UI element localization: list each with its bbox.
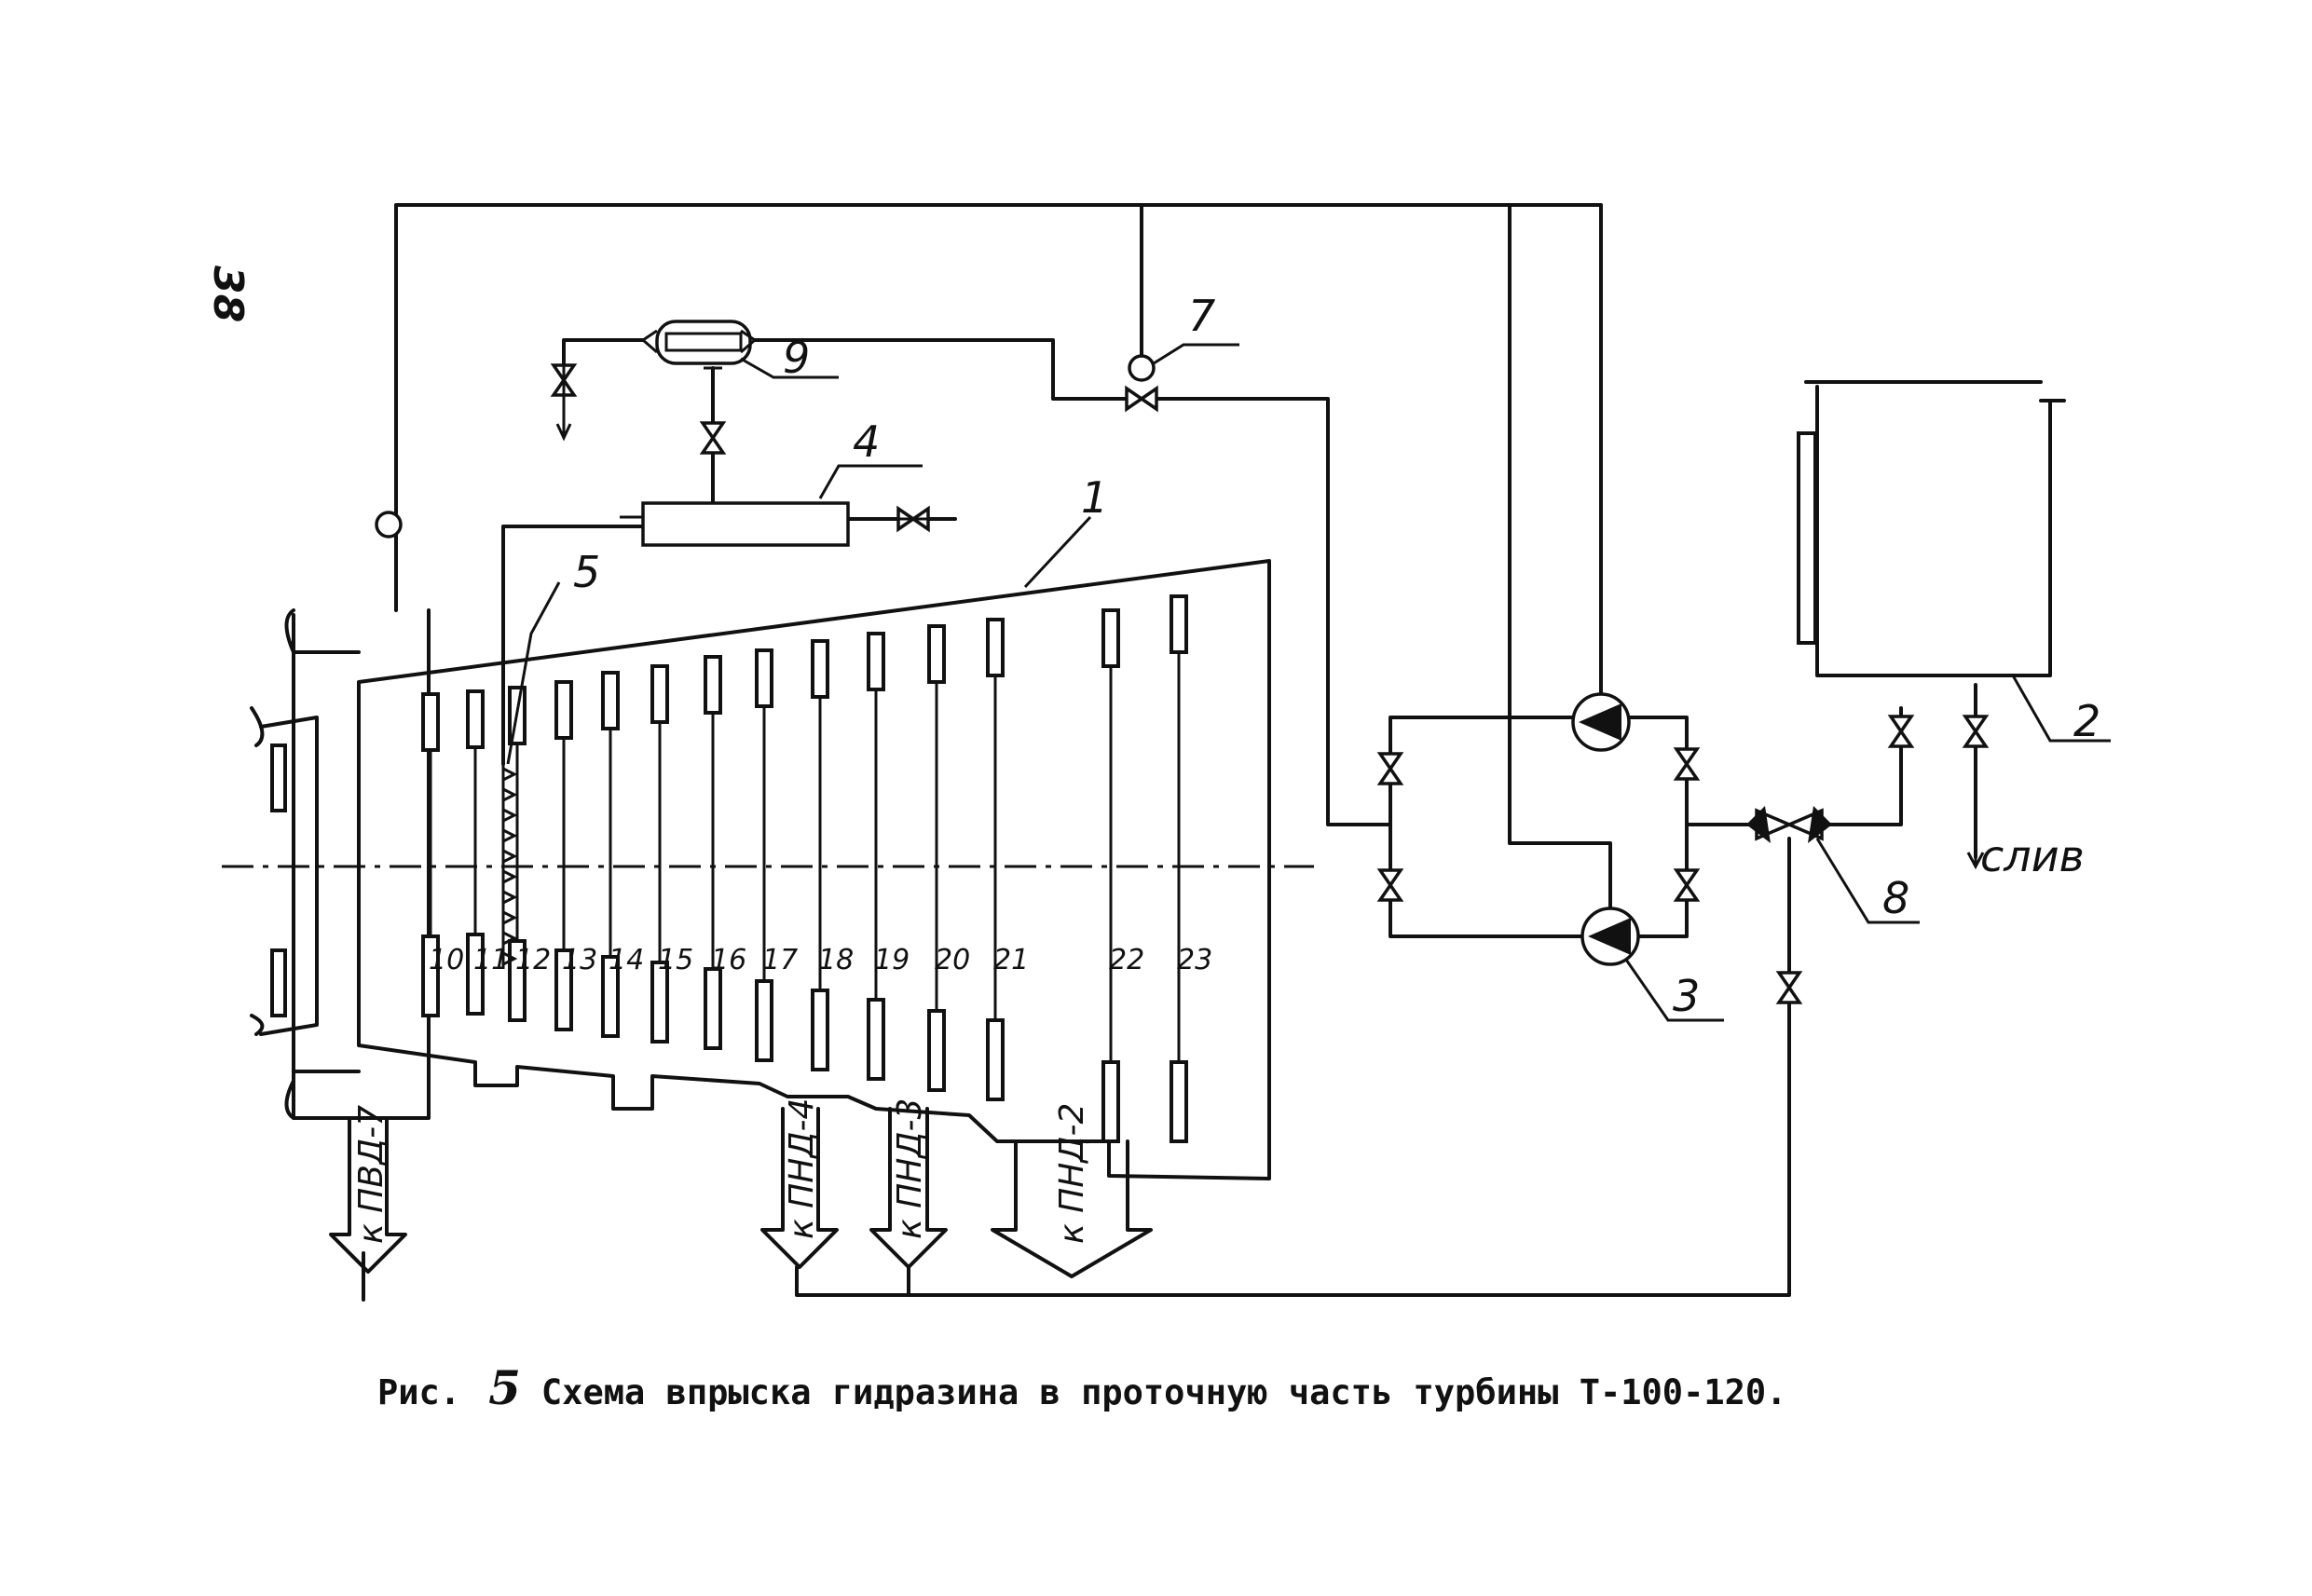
stage-number: 15 bbox=[658, 944, 693, 976]
stage-blade-upper bbox=[927, 624, 946, 684]
stage-number: 19 bbox=[874, 944, 910, 976]
injection-nozzle bbox=[502, 787, 518, 802]
filter-9 bbox=[642, 320, 839, 379]
stage-blade-lower bbox=[650, 961, 669, 1044]
tank-2 bbox=[1797, 380, 2111, 743]
stage-blade-upper bbox=[1101, 608, 1120, 668]
stage-number: 20 bbox=[935, 944, 970, 976]
injection-nozzle bbox=[502, 910, 518, 925]
stage-blade-upper bbox=[867, 632, 885, 691]
stage-blade-upper bbox=[986, 618, 1005, 677]
stage-blade-upper bbox=[1170, 594, 1188, 654]
stage-blade-upper bbox=[704, 655, 722, 715]
stage-blade-lower bbox=[811, 989, 829, 1071]
valve-icon bbox=[699, 421, 727, 455]
stage-number: 23 bbox=[1177, 944, 1212, 976]
stage-blades bbox=[421, 594, 1188, 1143]
stage-number: 14 bbox=[609, 944, 644, 976]
stage-blade-lower bbox=[986, 1018, 1005, 1101]
caption-figure-number: 5 bbox=[488, 1360, 521, 1415]
injection-nozzle bbox=[502, 808, 518, 823]
mixer-4 bbox=[620, 464, 923, 547]
stage-blade-upper bbox=[421, 692, 440, 752]
valve-icon bbox=[1775, 971, 1803, 1004]
stage-blade-lower bbox=[421, 934, 440, 1017]
callout-filter: 9 bbox=[783, 333, 810, 383]
injection-nozzle bbox=[502, 931, 518, 946]
callout-three-way-valve: 8 bbox=[1882, 873, 1909, 923]
pressure-gauge-icon bbox=[375, 511, 403, 539]
valves bbox=[550, 363, 1990, 1004]
stage-blade-lower bbox=[601, 955, 620, 1038]
label-pva7: к ПВД-7 bbox=[352, 1105, 390, 1244]
label-pnd3: к ПНД-3 bbox=[891, 1098, 929, 1239]
caption-prefix: Рис. bbox=[377, 1372, 461, 1412]
injection-nozzle bbox=[502, 849, 518, 864]
callout-tank: 2 bbox=[2073, 696, 2100, 746]
stage-blade-lower bbox=[1101, 1060, 1120, 1143]
stage-number: 11 bbox=[473, 944, 509, 976]
label-pnd4: к ПНД-4 bbox=[783, 1098, 821, 1239]
figure-caption: Рис. 5 Схема впрыска гидразина в проточную… bbox=[377, 1360, 1786, 1415]
valve-icon bbox=[1673, 868, 1701, 902]
stage-blade-upper bbox=[811, 639, 829, 699]
stage-blade-lower bbox=[755, 979, 773, 1062]
three-way-valve-8 bbox=[1746, 806, 1920, 924]
valve-icon bbox=[1673, 747, 1701, 781]
stage-number: 22 bbox=[1109, 944, 1144, 976]
callout-pump: 3 bbox=[1673, 971, 1700, 1021]
injection-nozzle bbox=[502, 767, 518, 782]
stage-blade-lower bbox=[704, 967, 722, 1050]
extraction-arrows bbox=[329, 1107, 1153, 1278]
stage-blade-lower bbox=[927, 1009, 946, 1092]
stage-blade-lower bbox=[554, 948, 573, 1031]
stage-number: 12 bbox=[515, 944, 551, 976]
stage-number: 17 bbox=[762, 944, 798, 976]
regulator-7 bbox=[1128, 343, 1239, 382]
page-number: 38 bbox=[204, 266, 252, 322]
callout-injector: 5 bbox=[573, 547, 600, 597]
stage-blade-upper bbox=[554, 680, 573, 740]
stage-blade-lower bbox=[508, 939, 527, 1022]
callout-mixer: 4 bbox=[853, 416, 880, 467]
valve-icon bbox=[1962, 715, 1990, 748]
stage-number: 10 bbox=[429, 944, 464, 976]
callout-labels: 1 2 3 4 5 7 8 9 bbox=[573, 291, 2100, 1021]
injection-nozzle bbox=[502, 869, 518, 884]
label-pnd2: к ПНД-2 bbox=[1053, 1103, 1091, 1244]
stage-blade-upper bbox=[755, 648, 773, 708]
stage-number: 13 bbox=[562, 944, 597, 976]
stage-blade-lower bbox=[466, 933, 485, 1016]
stage-blade-lower bbox=[1170, 1060, 1188, 1143]
callout-turbine: 1 bbox=[1081, 472, 1108, 523]
stage-number: 18 bbox=[818, 944, 854, 976]
valve-icon bbox=[1125, 385, 1158, 413]
valve-icon bbox=[1887, 715, 1915, 748]
drain-arrow bbox=[1966, 852, 1985, 870]
stage-number: 16 bbox=[711, 944, 746, 976]
stage-blade-upper bbox=[601, 671, 620, 730]
pump-lower-icon bbox=[1580, 907, 1724, 1022]
injection-nozzle bbox=[502, 828, 518, 843]
stage-blade-upper bbox=[650, 664, 669, 724]
stage-number: 21 bbox=[993, 944, 1029, 976]
drain-label: слив bbox=[1980, 831, 2085, 881]
callout-regulator: 7 bbox=[1188, 291, 1215, 341]
valve-icon bbox=[1376, 752, 1404, 785]
injection-nozzle bbox=[502, 890, 518, 905]
injection-nozzle bbox=[502, 951, 518, 966]
pump-upper-icon bbox=[1571, 692, 1631, 752]
stage-blade-lower bbox=[867, 998, 885, 1081]
valve-icon bbox=[1376, 868, 1404, 902]
stage-blade-upper bbox=[466, 689, 485, 749]
injector-5 bbox=[501, 764, 518, 969]
caption-text: Схема впрыска гидразина в проточную част… bbox=[540, 1372, 1787, 1412]
